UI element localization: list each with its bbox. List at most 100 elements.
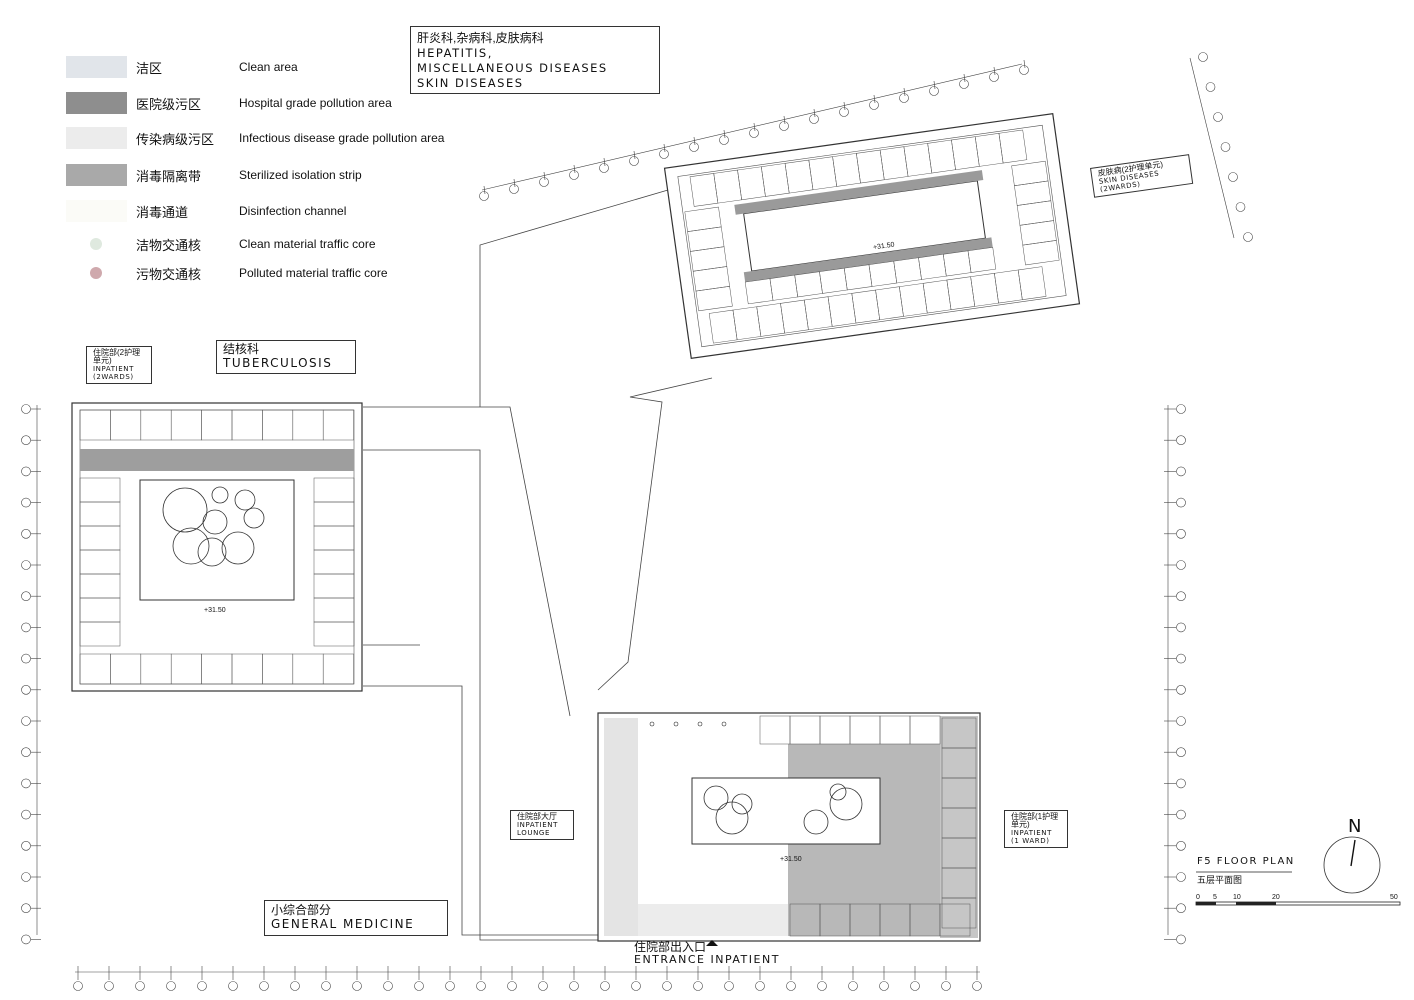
- general-medicine-building: [597, 712, 981, 946]
- axis-bubble: [21, 560, 31, 570]
- axis-bubble: [1176, 778, 1186, 789]
- axis-bubble: [693, 981, 703, 991]
- tb-inpatient-label: 住院部(2护理单元) Inpatient (2Wards): [86, 346, 152, 384]
- lounge-label-line2: Lounge: [517, 829, 550, 837]
- axis-bubble: [290, 981, 300, 991]
- axis-bubble: [1176, 809, 1186, 820]
- ward-room: [79, 621, 121, 647]
- legend-label-en: Hospital grade pollution area: [239, 96, 392, 110]
- axis-bubble: [662, 981, 672, 991]
- entrance-en: entrance Inpatient: [634, 953, 780, 966]
- axis-bubble: [1176, 435, 1186, 446]
- legend-swatch: [66, 56, 127, 78]
- axis-bubble: [1176, 528, 1186, 539]
- axis-bubble: [383, 981, 393, 991]
- column-mark: [721, 721, 727, 727]
- axis-bubble: [21, 622, 31, 633]
- axis-bubble: [21, 528, 31, 539]
- axis-bubble: [352, 981, 362, 991]
- axis-bubble: [689, 142, 699, 152]
- general-title-cn: 小综合部分: [271, 903, 332, 917]
- legend-label-en: Clean material traffic core: [239, 237, 376, 251]
- axis-bubble: [21, 466, 31, 477]
- axis-bubble: [509, 184, 519, 194]
- axis-bubble: [1176, 903, 1186, 914]
- legend-label-cn: 消毒通道: [136, 204, 189, 220]
- axis-bubble: [479, 191, 489, 201]
- axis-bubble: [21, 653, 31, 664]
- hepatitis-building: [663, 112, 1081, 360]
- axis-bubble: [21, 497, 31, 508]
- legend-label-cn: 消毒隔离带: [136, 168, 202, 184]
- lounge-label-line1: Inpatient: [517, 821, 558, 829]
- axis-bubble: [1176, 716, 1186, 726]
- axis-bubble: [629, 156, 639, 166]
- axis-bubble: [21, 903, 31, 914]
- axis-bubble: [1198, 52, 1208, 62]
- axis-bubble: [73, 981, 83, 991]
- tb-label-cn: 住院部(2护理单元): [93, 348, 141, 365]
- axis-bubble: [1176, 653, 1186, 664]
- tb-title-cn: 结核科: [223, 342, 260, 356]
- tb-title-en: Tuberculosis: [223, 356, 333, 370]
- axis-bubble: [1176, 404, 1186, 414]
- legend-swatch: [66, 127, 127, 149]
- axis-bubble: [1213, 112, 1223, 122]
- axis-bubble: [659, 149, 669, 159]
- tuberculosis-building: [71, 402, 363, 692]
- scale-tick-label: 10: [1233, 894, 1241, 901]
- elevation-label-bottom: +31.50: [780, 856, 802, 863]
- axis-bubble: [21, 747, 31, 758]
- legend-label-cn: 传染病级污区: [136, 131, 215, 147]
- axis-bubble: [21, 591, 31, 602]
- axis-bubble: [599, 163, 609, 173]
- axis-top-right: [1189, 52, 1253, 242]
- ward-room: [1022, 240, 1060, 266]
- axis-bubble: [1176, 872, 1186, 882]
- axis-bubble: [228, 981, 238, 991]
- axis-bubble: [104, 981, 114, 991]
- axis-left: [21, 404, 41, 945]
- axis-bubble: [569, 981, 579, 991]
- ward-label-line1: Inpatient: [1011, 829, 1052, 837]
- axis-bubble: [445, 981, 455, 991]
- axis-bubble: [1176, 684, 1186, 695]
- legend-label-cn: 污物交通核: [136, 266, 202, 282]
- axis-bubble: [1228, 172, 1238, 182]
- ward-room: [998, 129, 1028, 164]
- hepatitis-title-line1: Hepatitis,: [417, 46, 493, 60]
- lounge-label-cn: 住院部大厅: [517, 812, 557, 821]
- axis-bubble: [869, 100, 879, 110]
- axis-bubble: [1243, 232, 1253, 242]
- axis-bubble: [1176, 747, 1186, 758]
- axis-bubble: [21, 809, 31, 820]
- ward-room: [909, 715, 941, 745]
- ward-room: [939, 903, 971, 937]
- column-mark: [673, 721, 679, 727]
- axis-bubble: [414, 981, 424, 991]
- ward-label-line2: (1 Ward): [1011, 837, 1050, 845]
- tuberculosis-title-box: 结核科 Tuberculosis: [216, 340, 356, 374]
- scale-bar: [1195, 901, 1401, 906]
- axis-bubble: [197, 981, 207, 991]
- column-mark: [697, 721, 703, 727]
- axis-bubble: [21, 684, 31, 695]
- axis-bubble: [21, 934, 31, 945]
- axis-bubble: [1176, 560, 1186, 570]
- legend-label-cn: 洁区: [136, 60, 163, 76]
- axis-bubble: [321, 981, 331, 991]
- ward-room: [967, 247, 997, 273]
- ward-label-cn: 住院部(1护理单元): [1011, 812, 1059, 829]
- hepatitis-title-line2: Miscellaneous Diseases: [417, 61, 608, 75]
- north-needle: [1350, 839, 1356, 867]
- axis-bubble: [135, 981, 145, 991]
- north-label: N: [1348, 816, 1362, 837]
- legend-label-en: Disinfection channel: [239, 204, 347, 218]
- axis-bubble: [989, 72, 999, 82]
- axis-bubble: [507, 981, 517, 991]
- legend-label-en: Clean area: [239, 60, 298, 74]
- ward-room: [695, 286, 733, 312]
- ward-room: [1017, 266, 1047, 300]
- axis-bubble: [539, 177, 549, 187]
